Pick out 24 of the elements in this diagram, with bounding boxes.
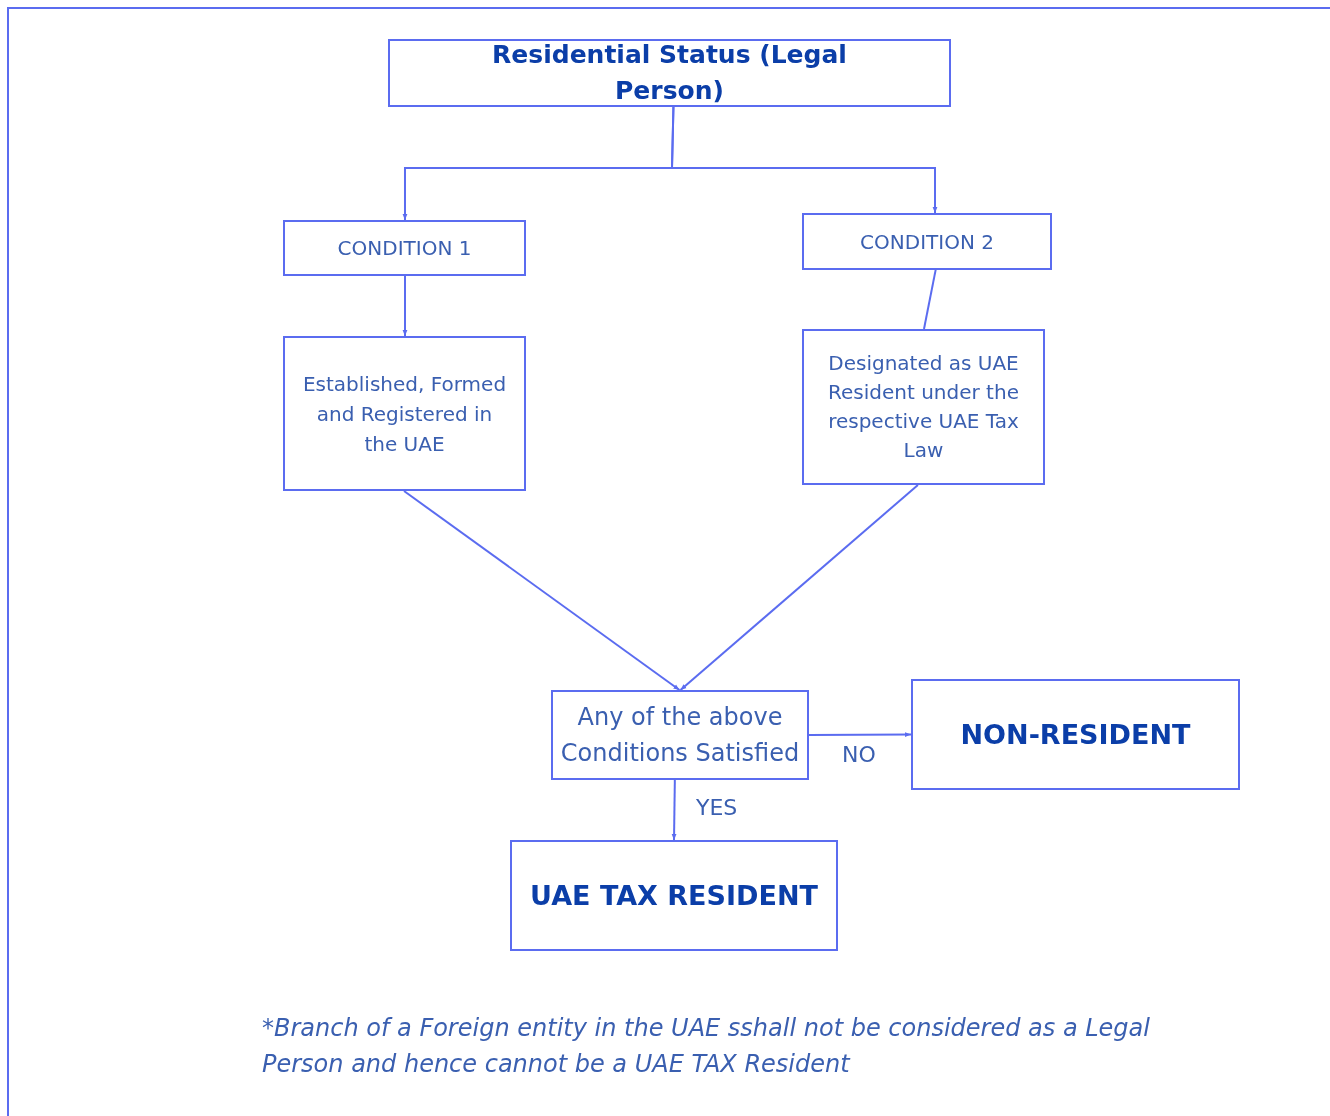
result-box bbox=[911, 679, 1240, 790]
box-text: NON-RESIDENT bbox=[960, 717, 1191, 752]
arrow bbox=[402, 275, 408, 337]
process-box bbox=[283, 220, 526, 276]
result-box bbox=[510, 840, 838, 951]
title-text: Residential Status (Legal Person) bbox=[491, 39, 848, 107]
process-box bbox=[551, 690, 809, 780]
process-box bbox=[802, 213, 1052, 270]
arrow bbox=[808, 732, 912, 737]
box-text: Designated as UAE Resident under the respective UAE Tax Law bbox=[827, 350, 1020, 464]
box-text: Any of the above Conditions Satisfied bbox=[559, 702, 801, 769]
box-text: Established, Formed and Registered in the UAE bbox=[301, 370, 508, 458]
process-box bbox=[802, 329, 1045, 485]
process-box bbox=[283, 336, 526, 491]
footnote: *Branch of a Foreign entity in the UAE sshall not be considered as a Legal Person and hence cannot be a UAE TAX Resident bbox=[262, 1013, 1151, 1080]
result-box bbox=[388, 39, 951, 107]
box-text: UAE TAX RESIDENT bbox=[530, 878, 818, 913]
box-text: CONDITION 1 bbox=[337, 235, 472, 261]
arrow bbox=[670, 106, 938, 214]
arrow bbox=[671, 779, 677, 841]
arrow bbox=[679, 484, 919, 691]
arrow bbox=[403, 490, 681, 691]
connector-line bbox=[923, 268, 937, 330]
box-text: CONDITION 2 bbox=[860, 228, 994, 255]
